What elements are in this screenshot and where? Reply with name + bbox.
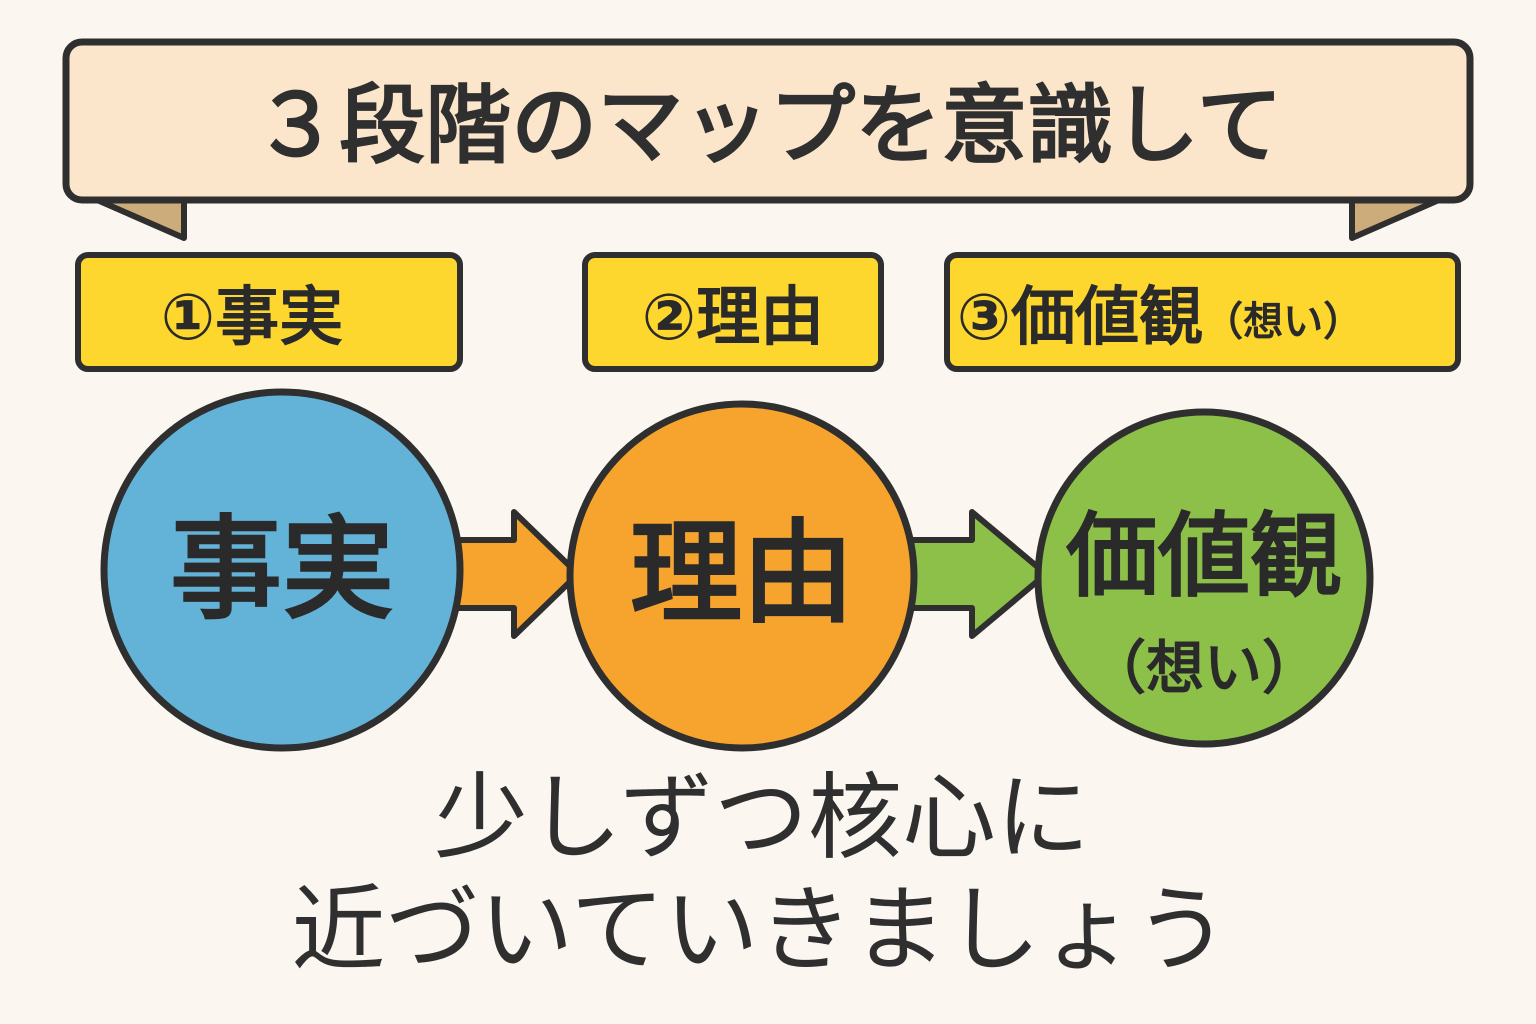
stage-label-box-3 bbox=[944, 252, 1461, 372]
footer-line-1: 少しずつ核心に bbox=[434, 764, 1090, 873]
circle-values-sub: （想い） bbox=[1088, 634, 1320, 702]
stage-label-1: ①事実 bbox=[161, 281, 343, 355]
circle-values-label: 価値観 bbox=[1065, 503, 1342, 610]
stage-label-3: ③価値観（想い） bbox=[957, 281, 1363, 355]
circle-values bbox=[1034, 408, 1374, 748]
title-banner bbox=[62, 38, 1474, 204]
stage-label-box-1 bbox=[75, 252, 463, 372]
arrow-reason-to-values bbox=[907, 509, 1049, 639]
page-title: ３段階のマップを意識して bbox=[253, 76, 1282, 176]
stage-label-box-2 bbox=[582, 252, 884, 372]
circle-reason-label: 理由 bbox=[630, 509, 854, 639]
stage-label-3-main: ③価値観 bbox=[957, 281, 1203, 355]
circle-reason bbox=[566, 400, 918, 752]
circle-fact bbox=[100, 388, 464, 752]
arrow-fact-to-reason bbox=[449, 509, 581, 639]
stage-label-2: ②理由 bbox=[642, 281, 824, 355]
circle-fact-label: 事実 bbox=[170, 505, 394, 635]
stage-label-3-sub: （想い） bbox=[1203, 299, 1363, 345]
footer-line-2: 近づいていきましょう bbox=[291, 876, 1228, 985]
